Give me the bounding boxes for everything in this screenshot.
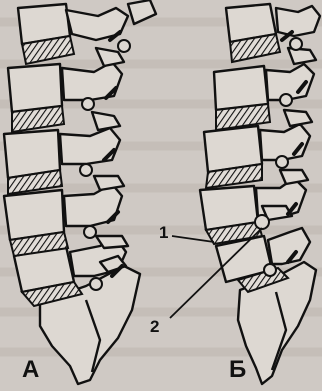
side-process-a-4	[94, 176, 124, 190]
vertebra-b-2	[214, 66, 268, 110]
callout-number-1: 1	[159, 223, 168, 243]
vertebra-a-2	[8, 64, 62, 112]
panel-label-b: Б	[229, 356, 246, 384]
callout-number-2: 2	[150, 317, 159, 337]
side-process-b-4	[280, 170, 308, 184]
side-process-b-3	[284, 110, 312, 126]
leader-line-1	[172, 236, 214, 242]
spinous-process-b-1	[276, 6, 320, 36]
spinous-process-a-3	[60, 128, 120, 164]
side-process-b-2	[288, 48, 316, 64]
spinous-process-b-3	[260, 124, 310, 160]
side-process-a-3	[92, 112, 120, 130]
panel-label-a: А	[22, 356, 39, 384]
